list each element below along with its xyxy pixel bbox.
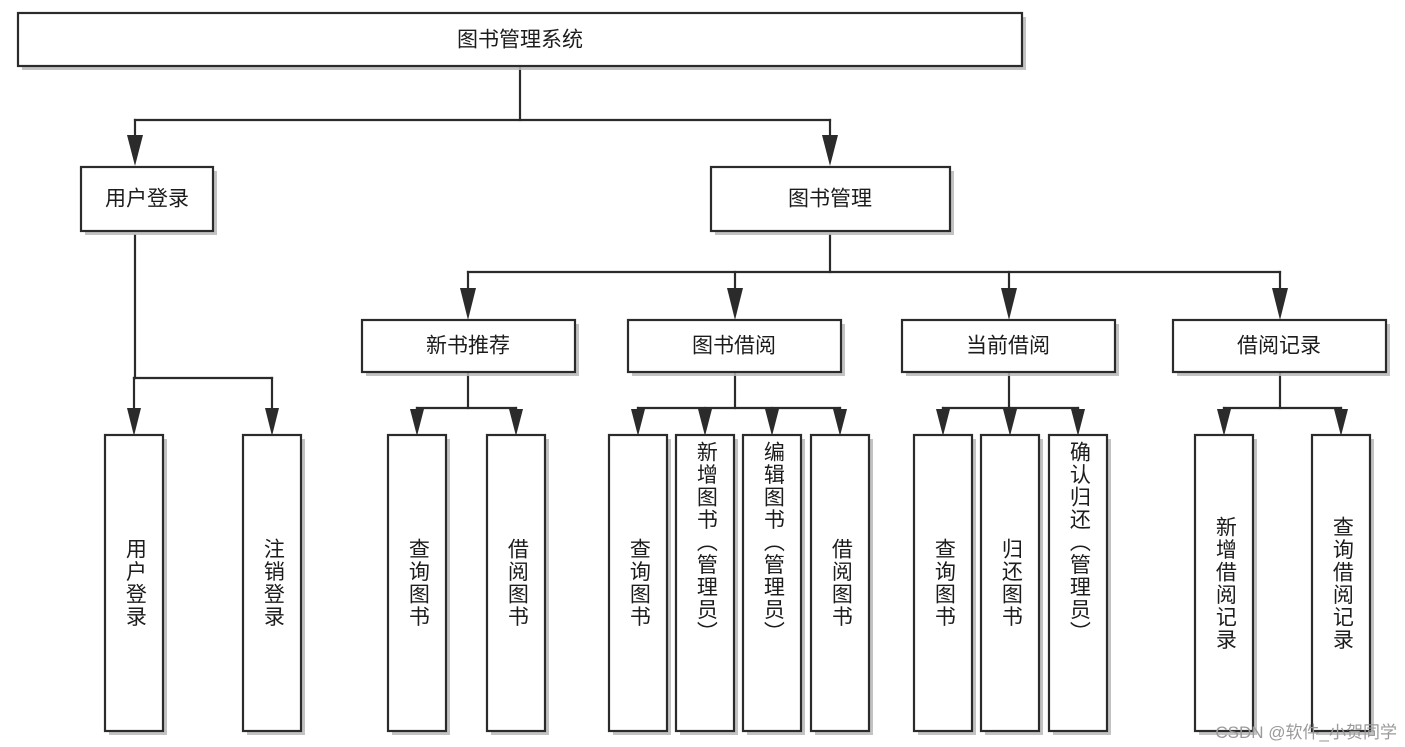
arrow-head-user-login	[127, 135, 143, 166]
node-root-label: 图书管理系统	[457, 29, 583, 52]
node-root-box[interactable]	[16, 11, 1024, 68]
node-book-manage[interactable]: 图书管理	[709, 165, 954, 235]
node-new-book-recommend-label: 新书推荐	[426, 335, 510, 358]
arrow-head-leaf-borrow-book-1	[509, 409, 523, 436]
node-user-login[interactable]: 用户登录	[79, 165, 217, 235]
leaf-add-book-box[interactable]	[674, 433, 736, 733]
leaf-edit-book-box[interactable]	[741, 433, 803, 733]
arrow-head-book-manage	[822, 135, 838, 166]
arrow-head-leaf-return-book	[1003, 409, 1017, 436]
arrow-head-leaf-add-book	[698, 409, 712, 436]
node-current-borrow-box[interactable]	[900, 318, 1117, 374]
arrow-head-leaf-user-login	[127, 408, 141, 436]
connector-layer	[127, 64, 1348, 436]
arrow-head-leaf-edit-book	[765, 409, 779, 436]
watermark-text: CSDN @软件_小贺同学	[1215, 723, 1397, 742]
arrow-head-current-borrow	[1001, 288, 1017, 320]
node-book-borrow-box[interactable]	[626, 318, 843, 374]
leaf-node-add-book[interactable]	[674, 433, 738, 735]
leaf-add-record-box[interactable]	[1193, 433, 1255, 733]
node-new-book-recommend[interactable]: 新书推荐	[360, 318, 579, 376]
leaf-node-query-book-2[interactable]	[607, 433, 671, 735]
arrow-head-leaf-confirm-return	[1071, 409, 1085, 436]
node-borrow-record-label: 借阅记录	[1237, 335, 1321, 358]
arrow-head-leaf-user-logout	[265, 408, 279, 436]
arrow-head-new-book-recommend	[460, 288, 476, 320]
leaf-node-add-record[interactable]	[1193, 433, 1257, 735]
leaf-query-book-3-box[interactable]	[912, 433, 974, 733]
arrow-head-leaf-add-record	[1217, 409, 1231, 436]
leaf-node-borrow-book-1[interactable]	[485, 433, 549, 735]
arrow-head-book-borrow	[727, 288, 743, 320]
arrow-head-borrow-record	[1272, 288, 1288, 320]
leaf-user-logout-box[interactable]	[241, 433, 303, 733]
leaf-query-book-1-box[interactable]	[386, 433, 448, 733]
arrow-head-leaf-query-book-3	[936, 409, 950, 436]
node-root[interactable]: 图书管理系统	[16, 11, 1026, 70]
arrow-head-leaf-query-book-2	[631, 409, 645, 436]
leaf-node-query-book-3[interactable]	[912, 433, 976, 735]
leaf-node-query-book-1[interactable]	[386, 433, 450, 735]
leaf-node-query-record[interactable]	[1310, 433, 1374, 735]
leaf-borrow-book-2-box[interactable]	[809, 433, 871, 733]
node-user-login-label: 用户登录	[105, 188, 189, 211]
node-user-login-box[interactable]	[79, 165, 215, 233]
leaf-borrow-book-1-box[interactable]	[485, 433, 547, 733]
node-book-manage-label: 图书管理	[788, 188, 872, 211]
node-book-borrow-label: 图书借阅	[692, 335, 776, 358]
leaf-node-edit-book[interactable]	[741, 433, 805, 735]
node-current-borrow[interactable]: 当前借阅	[900, 318, 1119, 376]
leaf-node-confirm-return[interactable]	[1047, 433, 1111, 735]
node-book-borrow[interactable]: 图书借阅	[626, 318, 845, 376]
arrow-head-leaf-borrow-book-2	[833, 409, 847, 436]
leaf-node-borrow-book-2[interactable]	[809, 433, 873, 735]
arrow-head-leaf-query-book-1	[410, 409, 424, 436]
node-new-book-recommend-box[interactable]	[360, 318, 577, 374]
leaf-node-user-logout[interactable]	[241, 433, 305, 735]
leaf-return-book-box[interactable]	[979, 433, 1041, 733]
node-book-manage-box[interactable]	[709, 165, 952, 233]
leaf-node-return-book[interactable]	[979, 433, 1043, 735]
node-current-borrow-label: 当前借阅	[966, 335, 1050, 358]
leaf-node-user-login[interactable]	[103, 433, 167, 735]
leaf-query-record-box[interactable]	[1310, 433, 1372, 733]
node-borrow-record[interactable]: 借阅记录	[1171, 318, 1390, 376]
leaf-user-login-box[interactable]	[103, 433, 165, 733]
arrow-head-leaf-query-record	[1334, 409, 1348, 436]
leaf-query-book-2-box[interactable]	[607, 433, 669, 733]
node-borrow-record-box[interactable]	[1171, 318, 1388, 374]
leaf-confirm-return-box[interactable]	[1047, 433, 1109, 733]
